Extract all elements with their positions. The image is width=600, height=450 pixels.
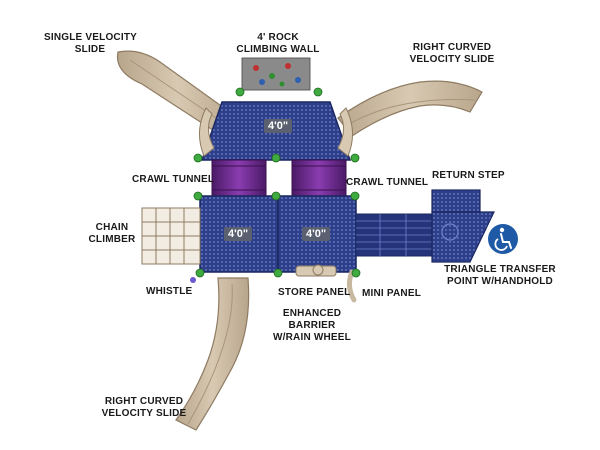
rain-wheel (312, 264, 324, 276)
crawl-tunnel-left (211, 159, 267, 197)
label-return-step: RETURN STEP (432, 170, 505, 181)
right-deck (277, 195, 357, 273)
return-step (431, 189, 481, 213)
label-store-panel: STORE PANEL (278, 287, 351, 298)
label-right-curved-velocity-slide-top: RIGHT CURVED VELOCITY SLIDE (409, 42, 495, 65)
label-single-velocity-slide: SINGLE VELOCITY SLIDE (44, 32, 138, 55)
label-right-curved-velocity-slide-bottom: RIGHT CURVED VELOCITY SLIDE (101, 396, 187, 419)
rock-climbing-wall (241, 57, 311, 91)
post-caps (193, 87, 361, 278)
deck-height-top: 4'0" (264, 119, 293, 133)
deck-height-right: 4'0" (302, 227, 331, 241)
wheelchair-icon (488, 224, 518, 254)
deck-height-left: 4'0" (224, 227, 253, 241)
whistle (190, 277, 196, 283)
label-crawl-tunnel-left: CRAWL TUNNEL (132, 174, 215, 185)
label-whistle: WHISTLE (146, 286, 193, 297)
label-enhanced-barrier: ENHANCED BARRIER W/RAIN WHEEL (273, 308, 351, 343)
triangle-transfer-point (431, 211, 495, 263)
chain-climber (141, 207, 201, 265)
right-curved-velocity-slide-bottom (175, 277, 250, 431)
crawl-tunnel-right (291, 159, 347, 197)
label-crawl-tunnel-right: CRAWL TUNNEL (346, 177, 429, 188)
right-curved-velocity-slide-top (337, 80, 483, 137)
walkway-bridge (355, 213, 433, 257)
label-chain-climber: CHAIN CLIMBER (88, 222, 136, 245)
label-mini-panel: MINI PANEL (362, 288, 422, 299)
label-triangle-transfer: TRIANGLE TRANSFER POINT W/HANDHOLD (444, 264, 556, 287)
label-rock-climbing-wall: 4' ROCK CLIMBING WALL (236, 32, 320, 55)
mini-panel (346, 269, 357, 303)
